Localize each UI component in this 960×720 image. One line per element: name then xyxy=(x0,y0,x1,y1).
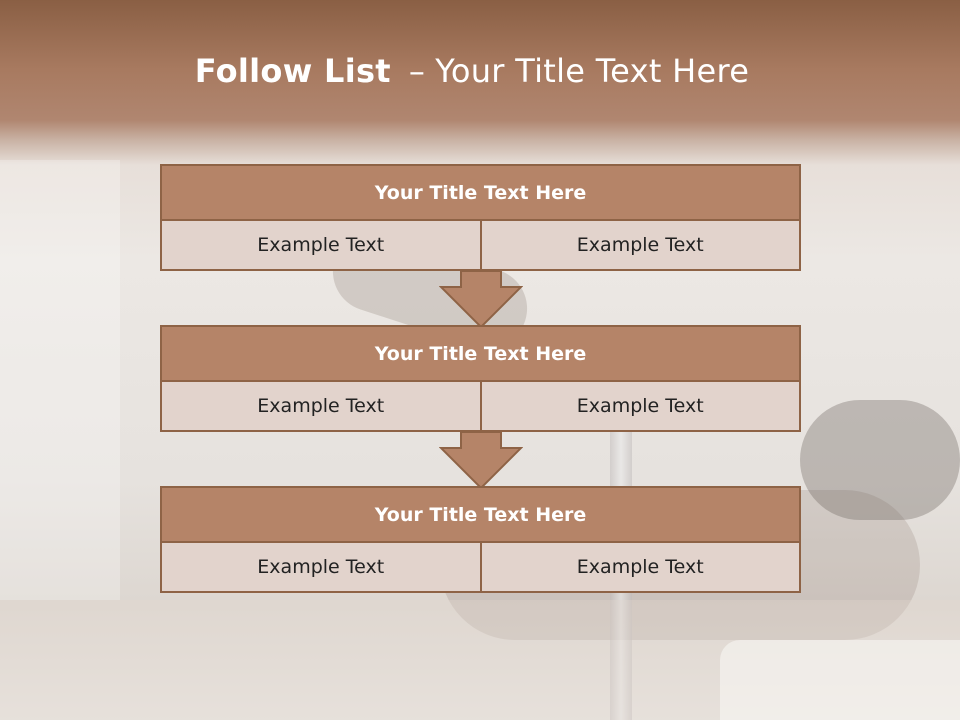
list-block-2[interactable]: Your Title Text Here Example Text Exampl… xyxy=(160,325,801,432)
block-cell-right[interactable]: Example Text xyxy=(479,382,800,430)
slide-title-bold: Follow List xyxy=(194,52,391,90)
slide-title[interactable]: Follow List–Your Title Text Here xyxy=(0,52,944,90)
down-arrow-icon xyxy=(439,432,523,490)
down-arrow-icon xyxy=(439,271,523,329)
slide-title-rest: Your Title Text Here xyxy=(435,52,750,90)
block-title[interactable]: Your Title Text Here xyxy=(160,325,801,382)
block-title[interactable]: Your Title Text Here xyxy=(160,486,801,543)
block-cell-left[interactable]: Example Text xyxy=(257,395,385,417)
block-cell-right[interactable]: Example Text xyxy=(479,221,800,269)
background-bench xyxy=(720,640,960,720)
block-cells: Example Text Example Text xyxy=(160,382,801,432)
block-cells: Example Text Example Text xyxy=(160,221,801,271)
block-cell-right[interactable]: Example Text xyxy=(479,543,800,591)
list-block-3[interactable]: Your Title Text Here Example Text Exampl… xyxy=(160,486,801,593)
background-head xyxy=(800,400,960,520)
block-cell-left[interactable]: Example Text xyxy=(257,556,385,578)
block-cell-left[interactable]: Example Text xyxy=(257,234,385,256)
block-title[interactable]: Your Title Text Here xyxy=(160,164,801,221)
list-block-1[interactable]: Your Title Text Here Example Text Exampl… xyxy=(160,164,801,271)
block-cells: Example Text Example Text xyxy=(160,543,801,593)
background-wall xyxy=(0,160,120,600)
slide-title-separator: – xyxy=(408,52,426,90)
